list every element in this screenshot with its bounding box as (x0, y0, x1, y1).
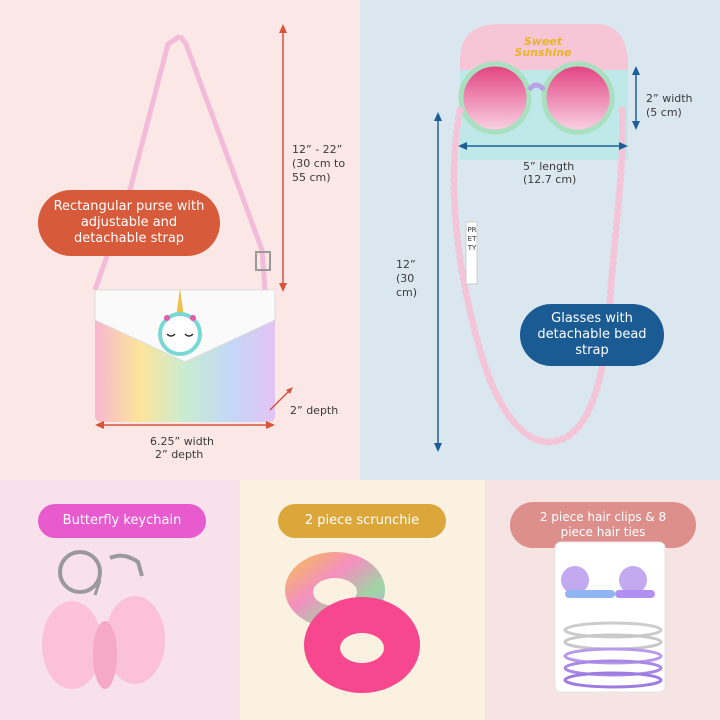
glasses-length-line1: 5” length (523, 160, 575, 173)
scrunchie-label: 2 piece scrunchie (304, 512, 420, 528)
glasses-panel: Sweet Sunshine PRETTY Glasses with detac… (360, 0, 720, 480)
purse-width-line1: 6.25” width (150, 435, 215, 448)
glasses-callout: Glasses with detachable bead strap (520, 304, 664, 366)
purse-depth: 2” depth (290, 404, 339, 417)
scrunchie-illustration (285, 552, 420, 693)
purse-width-line2: 2” depth (155, 448, 204, 461)
keychain-label-pill: Butterfly keychain (38, 504, 206, 538)
keychain-illustration (42, 550, 165, 689)
purse-panel: Rectangular purse with adjustable and de… (0, 0, 360, 480)
keychain-panel: Butterfly keychain (0, 480, 240, 720)
clips-label: 2 piece hair clips & 8 piece hair ties (539, 510, 667, 539)
glasses-callout-text: Glasses with detachable bead strap (537, 310, 647, 359)
purse-strap-length: 12” - 22” (30 cm to 55 cm) (292, 143, 346, 184)
clips-panel: 2 piece hair clips & 8 piece hair ties (485, 480, 720, 720)
glasses-width: 2” width (5 cm) (646, 92, 693, 119)
scrunchie-panel: 2 piece scrunchie (240, 480, 485, 720)
keychain-label: Butterfly keychain (62, 512, 182, 528)
glasses-illustration (434, 24, 640, 452)
purse-callout-text: Rectangular purse with adjustable and de… (53, 198, 205, 247)
scrunchie-label-pill: 2 piece scrunchie (278, 504, 446, 538)
bead-word: PRETTY (467, 226, 477, 252)
clips-label-pill: 2 piece hair clips & 8 piece hair ties (510, 502, 696, 548)
card-brand: Sweet Sunshine (514, 35, 572, 59)
purse-illustration (92, 24, 293, 429)
glasses-length-line2: (12.7 cm) (523, 173, 577, 186)
purse-callout: Rectangular purse with adjustable and de… (38, 190, 220, 256)
clips-illustration (554, 541, 666, 693)
glasses-strap-length: 12” (30 cm) (396, 258, 418, 299)
